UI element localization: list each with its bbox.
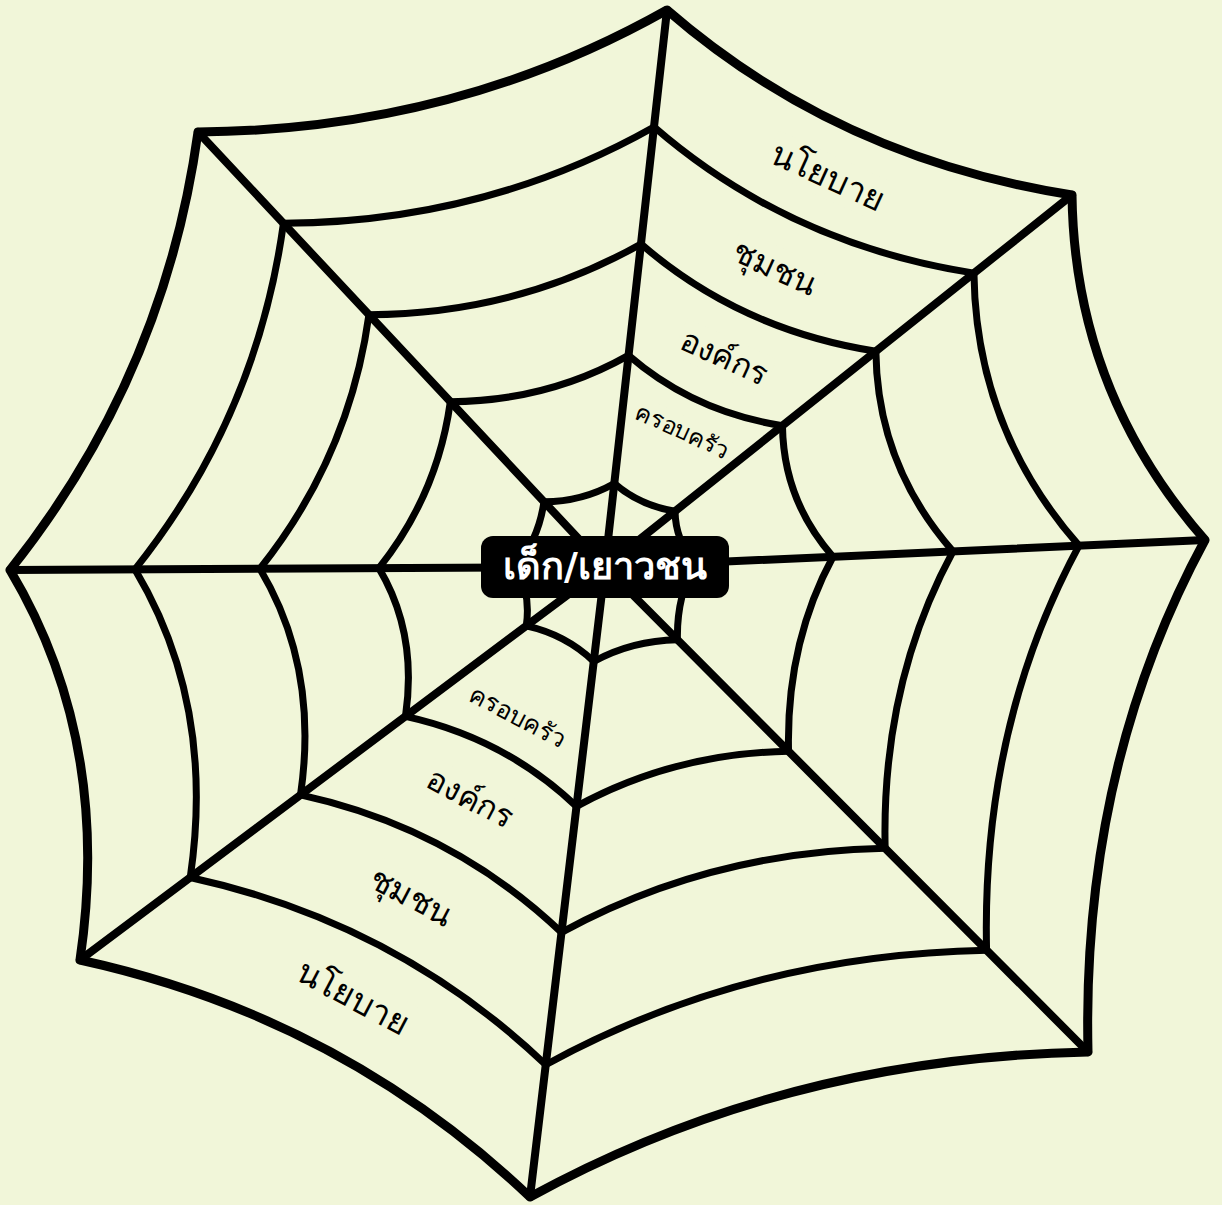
- level-label: องค์กร: [417, 757, 522, 838]
- web-ring: [379, 355, 833, 806]
- level-label: นโยบาย: [286, 949, 419, 1046]
- web-ring: [10, 10, 1205, 1197]
- level-label: ครอบครัว: [628, 396, 737, 467]
- level-label: องค์กร: [671, 319, 777, 396]
- center-box: เด็ก/เยาวชน: [481, 536, 729, 597]
- web-ring: [135, 127, 1079, 1065]
- level-label: นโยบาย: [760, 130, 894, 222]
- level-label: ชุมชน: [360, 856, 463, 937]
- node-text: เด็ก/เยาวชน: [503, 542, 707, 591]
- level-label: ครอบครัว: [461, 677, 574, 756]
- web-ring: [260, 244, 953, 932]
- level-label: ชุมชน: [724, 229, 828, 306]
